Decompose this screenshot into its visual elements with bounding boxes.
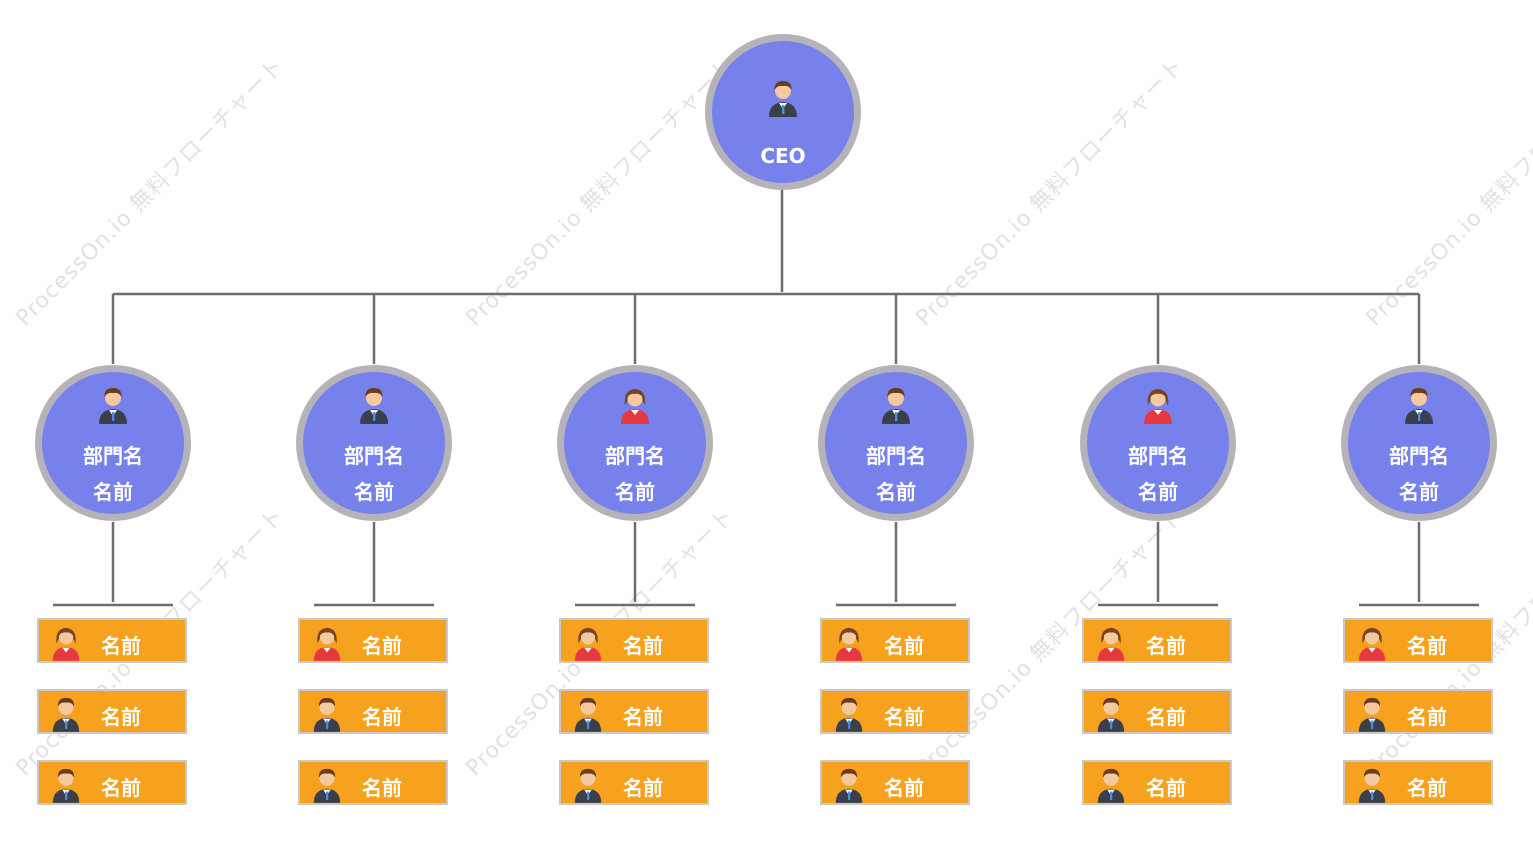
employee-card[interactable]: 名前 bbox=[1082, 689, 1232, 734]
female-person-icon bbox=[835, 627, 863, 661]
department-title: 部門名 bbox=[344, 444, 404, 468]
male-person-icon bbox=[313, 697, 341, 732]
employee-name: 名前 bbox=[623, 634, 663, 658]
department-head-name: 名前 bbox=[93, 480, 133, 504]
department-head-name: 名前 bbox=[354, 480, 394, 504]
employee-name: 名前 bbox=[101, 705, 141, 729]
employee-name: 名前 bbox=[884, 776, 924, 800]
female-person-icon bbox=[574, 627, 602, 661]
employee-name: 名前 bbox=[1146, 776, 1186, 800]
employee-card[interactable]: 名前 bbox=[37, 760, 187, 805]
employee-card[interactable]: 名前 bbox=[559, 618, 709, 663]
employee-card[interactable]: 名前 bbox=[559, 760, 709, 805]
male-person-icon bbox=[835, 697, 863, 732]
employee-card[interactable]: 名前 bbox=[1343, 689, 1493, 734]
department-head-name: 名前 bbox=[1138, 480, 1178, 504]
male-person-icon bbox=[1358, 697, 1386, 732]
department-node[interactable]: 部門名名前 bbox=[296, 365, 452, 521]
female-person-icon bbox=[1097, 627, 1125, 661]
female-person-icon bbox=[52, 627, 80, 661]
male-person-icon bbox=[1097, 768, 1125, 803]
employee-name: 名前 bbox=[101, 776, 141, 800]
department-title: 部門名 bbox=[1128, 444, 1188, 468]
department-node[interactable]: 部門名名前 bbox=[1080, 365, 1236, 521]
employee-name: 名前 bbox=[362, 705, 402, 729]
department-node[interactable]: 部門名名前 bbox=[818, 365, 974, 521]
male-person-icon bbox=[835, 768, 863, 803]
employee-name: 名前 bbox=[884, 634, 924, 658]
male-person-icon bbox=[574, 697, 602, 732]
employee-card[interactable]: 名前 bbox=[298, 618, 448, 663]
ceo-title: CEO bbox=[760, 144, 806, 168]
employee-name: 名前 bbox=[623, 705, 663, 729]
department-head-name: 名前 bbox=[876, 480, 916, 504]
employee-name: 名前 bbox=[1407, 634, 1447, 658]
male-person-icon bbox=[52, 768, 80, 803]
male-person-icon bbox=[1405, 388, 1433, 424]
employee-card[interactable]: 名前 bbox=[298, 689, 448, 734]
female-person-icon bbox=[1144, 389, 1172, 424]
employee-name: 名前 bbox=[884, 705, 924, 729]
employee-name: 名前 bbox=[362, 776, 402, 800]
male-person-icon bbox=[769, 81, 797, 117]
male-person-icon bbox=[360, 388, 388, 424]
employee-name: 名前 bbox=[1407, 776, 1447, 800]
department-head-name: 名前 bbox=[615, 480, 655, 504]
male-person-icon bbox=[99, 388, 127, 424]
department-title: 部門名 bbox=[866, 444, 926, 468]
male-person-icon bbox=[574, 768, 602, 803]
male-person-icon bbox=[882, 388, 910, 424]
department-node[interactable]: 部門名名前 bbox=[1341, 365, 1497, 521]
employee-card[interactable]: 名前 bbox=[37, 618, 187, 663]
department-title: 部門名 bbox=[1389, 444, 1449, 468]
employee-card[interactable]: 名前 bbox=[37, 689, 187, 734]
department-head-name: 名前 bbox=[1399, 480, 1439, 504]
employee-name: 名前 bbox=[101, 634, 141, 658]
employee-name: 名前 bbox=[1146, 705, 1186, 729]
employee-card[interactable]: 名前 bbox=[820, 760, 970, 805]
employee-card[interactable]: 名前 bbox=[1082, 618, 1232, 663]
department-node[interactable]: 部門名名前 bbox=[557, 365, 713, 521]
employee-name: 名前 bbox=[1407, 705, 1447, 729]
male-person-icon bbox=[52, 697, 80, 732]
female-person-icon bbox=[313, 627, 341, 661]
employee-card[interactable]: 名前 bbox=[820, 689, 970, 734]
employee-card[interactable]: 名前 bbox=[559, 689, 709, 734]
male-person-icon bbox=[1097, 697, 1125, 732]
employee-card[interactable]: 名前 bbox=[298, 760, 448, 805]
male-person-icon bbox=[1358, 768, 1386, 803]
employee-name: 名前 bbox=[362, 634, 402, 658]
employee-name: 名前 bbox=[623, 776, 663, 800]
department-title: 部門名 bbox=[605, 444, 665, 468]
department-node[interactable]: 部門名名前 bbox=[35, 365, 191, 521]
employee-card[interactable]: 名前 bbox=[820, 618, 970, 663]
female-person-icon bbox=[1358, 627, 1386, 661]
department-title: 部門名 bbox=[83, 444, 143, 468]
employee-name: 名前 bbox=[1146, 634, 1186, 658]
employee-card[interactable]: 名前 bbox=[1343, 618, 1493, 663]
employee-card[interactable]: 名前 bbox=[1343, 760, 1493, 805]
employee-card[interactable]: 名前 bbox=[1082, 760, 1232, 805]
female-person-icon bbox=[621, 389, 649, 424]
male-person-icon bbox=[313, 768, 341, 803]
ceo-node[interactable]: CEO bbox=[705, 34, 861, 190]
